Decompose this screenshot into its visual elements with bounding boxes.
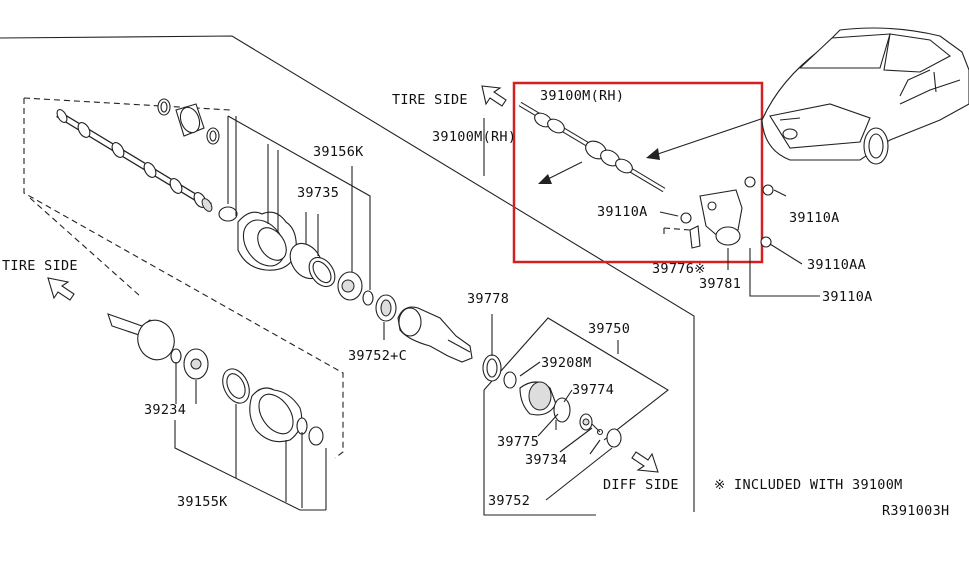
lower-leader-lines <box>174 404 327 511</box>
arrow-down-right-icon <box>631 451 659 473</box>
part-label-39752c: 39752+C <box>348 348 407 364</box>
tire-side-left-label: TIRE SIDE <box>2 258 78 274</box>
arrow-up-left-icon <box>481 85 507 107</box>
part-label-39750: 39750 <box>588 321 630 337</box>
part-label-39774: 39774 <box>572 382 614 398</box>
lower-joint-assembly <box>107 313 324 446</box>
tire-side-upper-label: TIRE SIDE <box>392 92 468 108</box>
part-label-39110a-left: 39110A <box>597 204 648 220</box>
assembly-frame <box>0 35 695 512</box>
part-label-39734: 39734 <box>525 452 567 468</box>
diagram-id: R391003H <box>882 503 949 519</box>
outer-boot-assembly <box>218 206 336 288</box>
cv-joint-housing <box>397 306 473 363</box>
part-label-39100m-rh-main: 39100M(RH) <box>432 129 516 145</box>
part-label-39100m-rh-box: 39100M(RH) <box>540 88 624 104</box>
mount-bracket <box>659 176 820 297</box>
label-leader-lines <box>175 361 613 501</box>
small-rings <box>157 98 220 145</box>
pointer-arrows <box>483 117 765 184</box>
part-label-39776: 39776※ <box>652 261 706 277</box>
part-label-39778: 39778 <box>467 291 509 307</box>
highlight-box <box>512 81 764 264</box>
upper-leader-lines <box>227 115 371 290</box>
included-note: ※ INCLUDED WITH 39100M <box>714 477 903 493</box>
part-label-39775: 39775 <box>497 434 539 450</box>
part-label-39110a-bottom: 39110A <box>822 289 873 305</box>
highlighted-shaft <box>518 101 666 193</box>
drive-shaft <box>56 109 213 212</box>
part-label-39234: 39234 <box>144 402 186 418</box>
arrow-up-left-icon <box>47 277 75 301</box>
part-label-39155k: 39155K <box>177 494 228 510</box>
part-label-39110a-right: 39110A <box>789 210 840 226</box>
part-label-39781: 39781 <box>699 276 741 292</box>
part-label-39735: 39735 <box>297 185 339 201</box>
diff-side-parts <box>482 314 622 455</box>
part-label-39208m: 39208M <box>541 355 592 371</box>
diff-side-label: DIFF SIDE <box>603 477 679 493</box>
inner-joint-hub <box>337 271 397 340</box>
vehicle-illustration-icon <box>761 27 969 165</box>
part-label-39752: 39752 <box>488 493 530 509</box>
part-label-39156k: 39156K <box>313 144 364 160</box>
part-label-39110aa: 39110AA <box>807 257 866 273</box>
diff-side-frame <box>483 317 669 516</box>
